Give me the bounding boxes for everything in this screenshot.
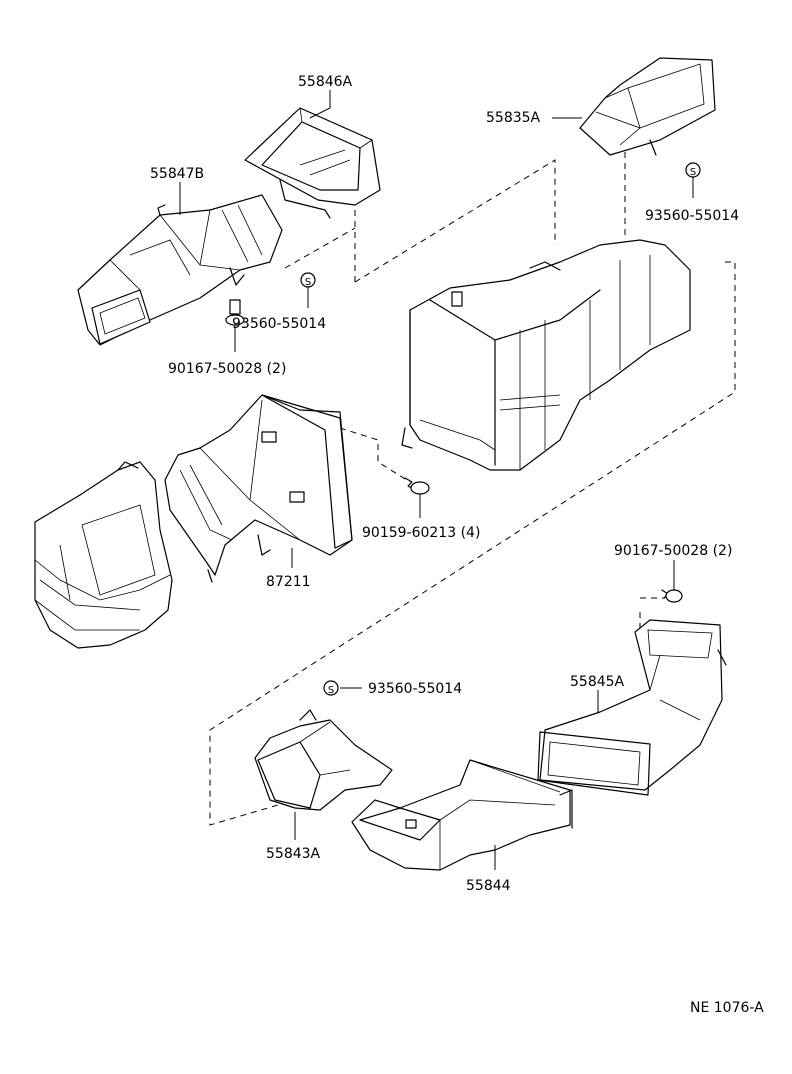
seal-symbol-lower: S [323, 680, 339, 696]
part-55835a [579, 57, 716, 156]
part-55846a [244, 107, 381, 219]
screw-90159-icon [404, 477, 430, 495]
seal-symbol-upper-left: S [300, 272, 316, 288]
svg-text:S: S [328, 685, 334, 696]
label-55844: 55844 [466, 878, 511, 894]
label-93560-lower: 93560-55014 [368, 681, 462, 697]
label-55845a: 55845A [570, 674, 625, 690]
part-blower-housing [34, 461, 173, 649]
label-93560-upper-left: 93560-55014 [232, 316, 326, 332]
label-55835a: 55835A [486, 110, 541, 126]
svg-text:S: S [305, 277, 311, 288]
label-55847b: 55847B [150, 166, 204, 182]
bolt-90167-lower-icon [661, 589, 683, 603]
part-55844 [351, 759, 573, 871]
figure-code: NE 1076-A [690, 1000, 764, 1016]
part-87211 [164, 394, 353, 583]
svg-text:S: S [690, 167, 696, 178]
part-55845a [537, 619, 727, 796]
label-90167-lower: 90167-50028 (2) [614, 543, 732, 559]
bolt-90167-upper-icon [225, 299, 245, 326]
label-55843a: 55843A [266, 846, 321, 862]
part-55843a [254, 709, 393, 811]
label-87211: 87211 [266, 574, 311, 590]
label-90167-upper: 90167-50028 (2) [168, 361, 286, 377]
part-heater-unit [401, 239, 691, 471]
label-90159: 90159-60213 (4) [362, 525, 480, 541]
label-93560-upper-right: 93560-55014 [645, 208, 739, 224]
part-55847b [77, 194, 283, 346]
leader-lines [179, 90, 694, 870]
label-55846a: 55846A [298, 74, 353, 90]
seal-symbol-upper-right: S [685, 162, 701, 178]
